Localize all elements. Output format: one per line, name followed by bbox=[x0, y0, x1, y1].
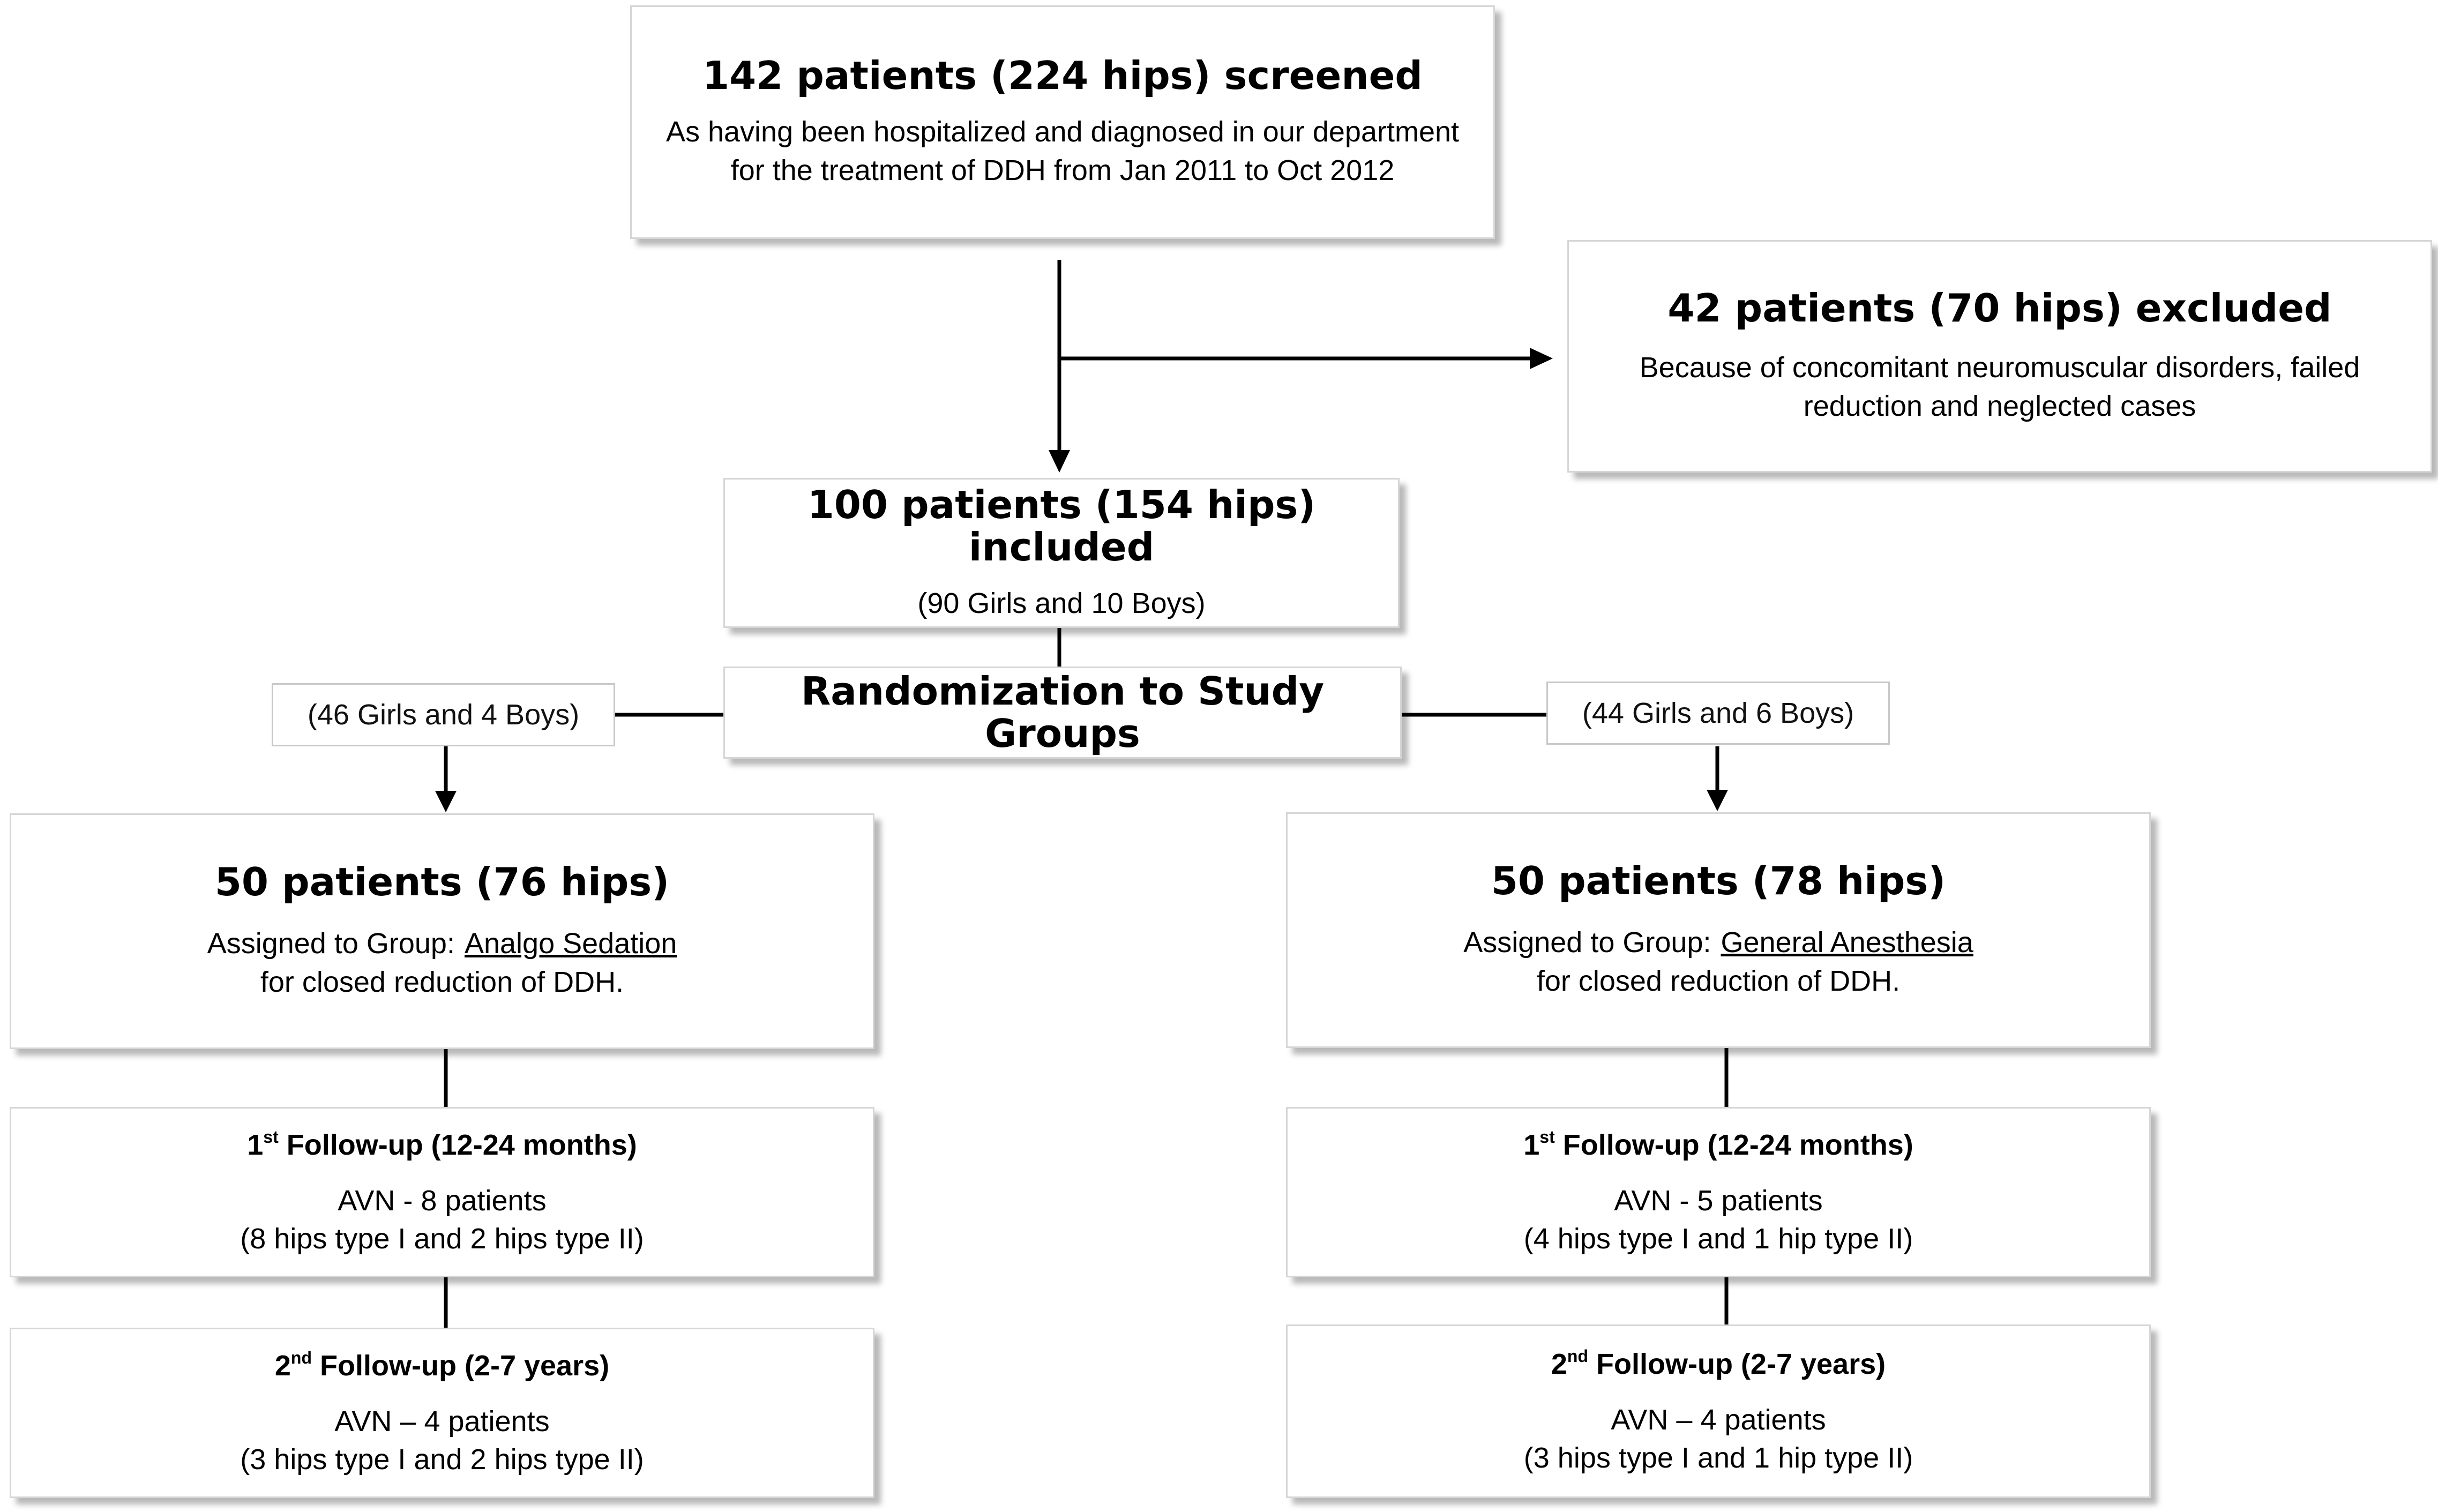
right-followup1-label: Follow-up (12-24 months) bbox=[1562, 1128, 1913, 1161]
left-followup2-detail: (3 hips type I and 2 hips type II) bbox=[240, 1443, 644, 1476]
right-followup1-title: 1st Follow-up (12-24 months) bbox=[1523, 1126, 1913, 1164]
left-followup2-ordinal: 2 bbox=[274, 1349, 291, 1382]
right-followup1-avn: AVN - 5 patients bbox=[1614, 1184, 1823, 1217]
right-sex-split-label: (44 Girls and 6 Boys) bbox=[1546, 682, 1890, 745]
left-followup2-avn: AVN – 4 patients bbox=[334, 1405, 550, 1438]
arrowhead-left-group bbox=[435, 791, 457, 812]
left-group-description: Assigned to Group: Analgo Sedation for cl… bbox=[207, 925, 677, 1001]
right-group-assignment: Assigned to Group: General Anesthesia bbox=[1463, 924, 1973, 962]
right-group-name: General Anesthesia bbox=[1721, 926, 1973, 959]
excluded-description: Because of concomitant neuromuscular dis… bbox=[1640, 349, 2360, 425]
randomization-label: Randomization to Study Groups bbox=[801, 668, 1325, 756]
right-followup1-results: AVN - 5 patients (4 hips type I and 1 hi… bbox=[1524, 1182, 1913, 1259]
right-followup2-ordinal: 2 bbox=[1551, 1348, 1567, 1380]
right-followup2-results: AVN – 4 patients (3 hips type I and 1 hi… bbox=[1524, 1401, 1913, 1478]
left-group-assigned-prefix: Assigned to Group: bbox=[207, 927, 455, 960]
right-followup1-ordinal: 1 bbox=[1523, 1128, 1540, 1161]
left-followup2-title: 2nd Follow-up (2-7 years) bbox=[275, 1347, 609, 1384]
left-group-purpose: for closed reduction of DDH. bbox=[260, 965, 624, 998]
left-followup1-avn: AVN - 8 patients bbox=[338, 1184, 547, 1217]
right-group-description: Assigned to Group: General Anesthesia for… bbox=[1463, 924, 1973, 1000]
left-followup1-box: 1st Follow-up (12-24 months) AVN - 8 pat… bbox=[10, 1107, 874, 1277]
left-followup2-ordinal-suffix: nd bbox=[290, 1348, 312, 1367]
arrowhead-right-group bbox=[1707, 790, 1728, 811]
right-followup2-label: Follow-up (2-7 years) bbox=[1596, 1348, 1886, 1380]
excluded-title: 42 patients (70 hips) excluded bbox=[1667, 286, 2332, 331]
right-followup2-ordinal-suffix: nd bbox=[1567, 1346, 1589, 1366]
screened-line-2: for the treatment of DDH from Jan 2011 t… bbox=[730, 154, 1395, 186]
excluded-line-1: Because of concomitant neuromuscular dis… bbox=[1639, 351, 2360, 384]
left-followup1-detail: (8 hips type I and 2 hips type II) bbox=[240, 1223, 644, 1255]
left-group-title: 50 patients (76 hips) bbox=[214, 859, 670, 905]
left-group-assignment: Assigned to Group: Analgo Sedation bbox=[207, 925, 677, 963]
screened-box: 142 patients (224 hips) screened As havi… bbox=[630, 5, 1495, 239]
excluded-line-2: reduction and neglected cases bbox=[1803, 390, 2196, 422]
screened-description: As having been hospitalized and diagnose… bbox=[666, 113, 1459, 190]
included-title: 100 patients (154 hips) included bbox=[807, 482, 1316, 570]
left-followup1-title: 1st Follow-up (12-24 months) bbox=[247, 1126, 637, 1164]
right-group-box: 50 patients (78 hips) Assigned to Group:… bbox=[1286, 812, 2151, 1048]
included-sex-split: (90 Girls and 10 Boys) bbox=[917, 587, 1206, 620]
screened-title: 142 patients (224 hips) screened bbox=[702, 53, 1423, 99]
left-followup1-ordinal: 1 bbox=[247, 1128, 264, 1161]
right-followup1-box: 1st Follow-up (12-24 months) AVN - 5 pat… bbox=[1286, 1107, 2151, 1277]
included-box: 100 patients (154 hips) included (90 Gir… bbox=[723, 478, 1400, 628]
left-sex-split-text: (46 Girls and 4 Boys) bbox=[307, 699, 580, 731]
excluded-box: 42 patients (70 hips) excluded Because o… bbox=[1567, 240, 2432, 473]
left-followup2-results: AVN – 4 patients (3 hips type I and 2 hi… bbox=[240, 1403, 644, 1479]
right-group-purpose: for closed reduction of DDH. bbox=[1536, 964, 1901, 997]
screened-line-1: As having been hospitalized and diagnose… bbox=[665, 116, 1460, 148]
right-followup2-detail: (3 hips type I and 1 hip type II) bbox=[1523, 1442, 1913, 1474]
left-followup2-box: 2nd Follow-up (2-7 years) AVN – 4 patien… bbox=[10, 1328, 874, 1498]
right-group-title: 50 patients (78 hips) bbox=[1491, 858, 1946, 904]
left-group-name: Analgo Sedation bbox=[464, 927, 677, 960]
left-group-box: 50 patients (76 hips) Assigned to Group:… bbox=[10, 813, 874, 1049]
left-followup1-results: AVN - 8 patients (8 hips type I and 2 hi… bbox=[240, 1182, 644, 1259]
right-followup1-ordinal-suffix: st bbox=[1539, 1127, 1555, 1147]
right-followup1-detail: (4 hips type I and 1 hip type II) bbox=[1523, 1223, 1913, 1255]
right-followup2-box: 2nd Follow-up (2-7 years) AVN – 4 patien… bbox=[1286, 1324, 2151, 1498]
right-group-assigned-prefix: Assigned to Group: bbox=[1463, 926, 1711, 959]
left-followup1-ordinal-suffix: st bbox=[263, 1127, 279, 1147]
left-sex-split-label: (46 Girls and 4 Boys) bbox=[272, 683, 615, 746]
arrowhead-excluded bbox=[1530, 348, 1553, 369]
left-followup1-label: Follow-up (12-24 months) bbox=[286, 1128, 637, 1161]
right-followup2-avn: AVN – 4 patients bbox=[1611, 1403, 1826, 1436]
right-sex-split-text: (44 Girls and 6 Boys) bbox=[1582, 697, 1854, 729]
randomization-box: Randomization to Study Groups bbox=[723, 667, 1402, 759]
left-followup2-label: Follow-up (2-7 years) bbox=[320, 1349, 610, 1382]
right-followup2-title: 2nd Follow-up (2-7 years) bbox=[1551, 1345, 1886, 1383]
arrowhead-included bbox=[1049, 450, 1070, 473]
